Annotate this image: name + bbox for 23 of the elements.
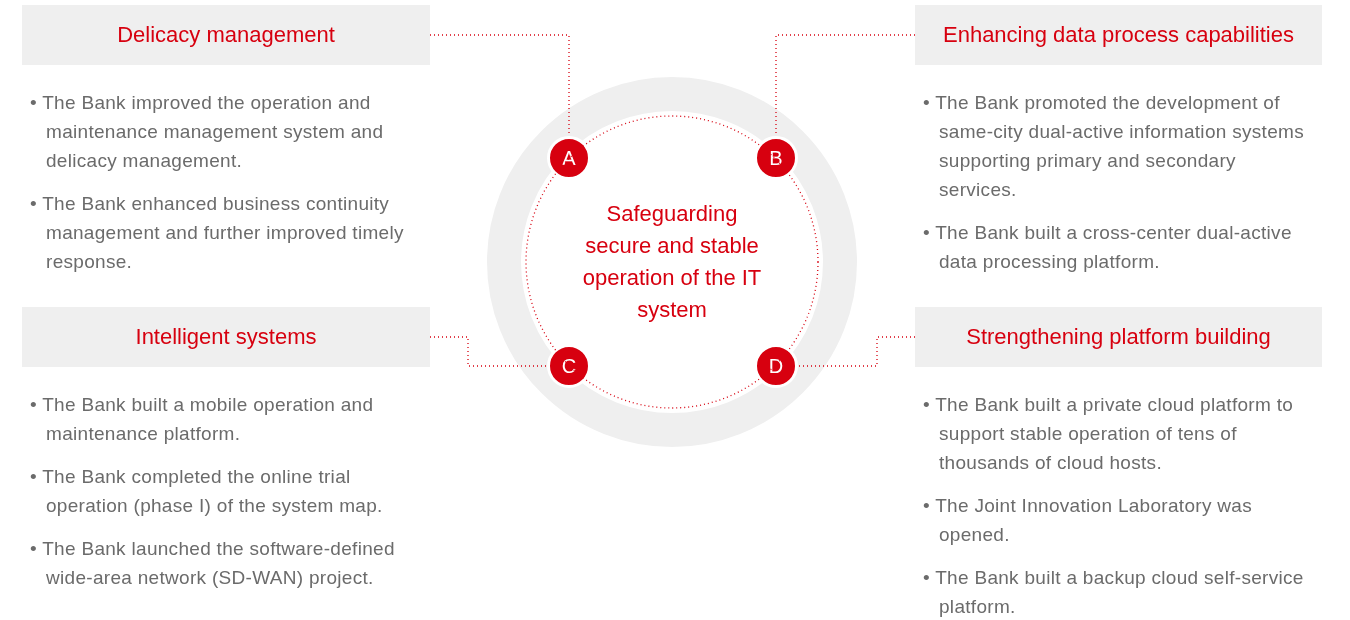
heading-band: [915, 307, 1322, 367]
bullet-text: • The Bank built a cross-center dual-active data processing platform.: [923, 221, 1293, 274]
badge-letter: D: [768, 354, 784, 378]
bullet-text: • The Bank improved the operation and maintenance management system and delicacy management.: [30, 91, 385, 173]
center-text: Safeguarding secure and stable operation of the IT system: [581, 200, 763, 324]
badge-letter: A: [562, 146, 576, 170]
bullet-text: • The Bank completed the online trial operation (phase I) of the system map.: [30, 465, 384, 518]
bullet-text: • The Bank promoted the development of same-city dual-active information systems supporting primary and secondary services.: [923, 91, 1305, 202]
bullet-text: • The Bank built a backup cloud self-service platform.: [923, 566, 1305, 619]
bullet-text: • The Joint Innovation Laboratory was opened.: [923, 494, 1253, 547]
heading-band: [22, 5, 430, 65]
heading-text: Strengthening platform building: [966, 324, 1271, 350]
bullet-text: • The Bank enhanced business continuity management and further improved timely response.: [30, 192, 405, 274]
heading-band: [915, 5, 1322, 65]
heading-band: [22, 307, 430, 367]
heading-text: Delicacy management: [117, 22, 335, 48]
bullet-text: • The Bank built a mobile operation and maintenance platform.: [30, 393, 375, 446]
heading-text: Enhancing data process capabilities: [943, 22, 1294, 48]
badge-letter: C: [561, 354, 577, 378]
bullet-text: • The Bank built a private cloud platform to support stable operation of tens of thousands of cloud hosts.: [923, 393, 1295, 475]
bullet-text: • The Bank launched the software-defined wide-area network (SD-WAN) project.: [30, 537, 396, 590]
heading-text: Intelligent systems: [135, 324, 317, 350]
badge-letter: B: [769, 146, 783, 170]
